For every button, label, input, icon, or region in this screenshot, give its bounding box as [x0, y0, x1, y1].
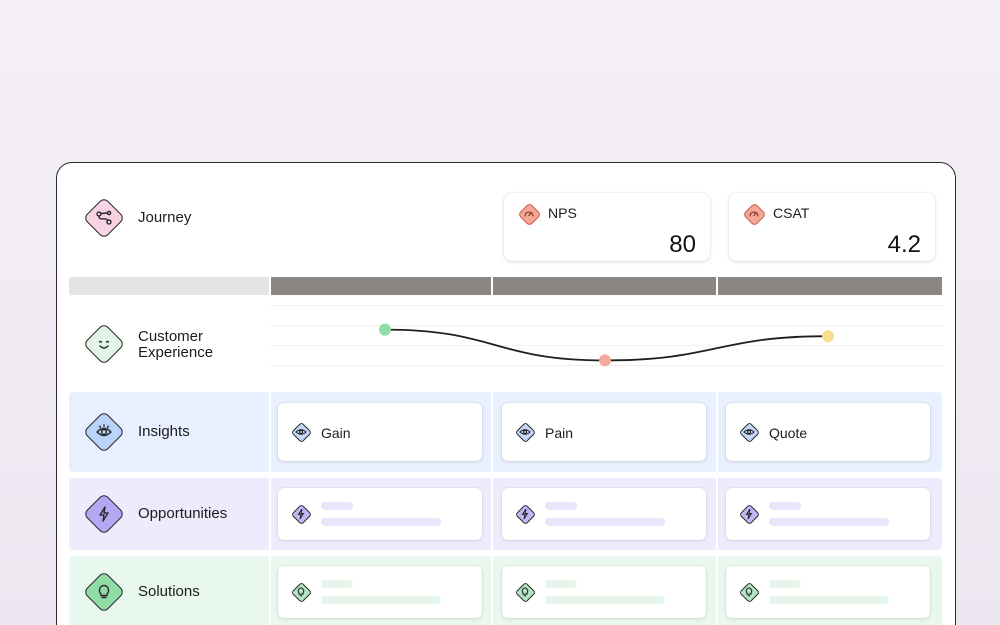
- placeholder-line: [321, 580, 353, 588]
- journey-map-card: Journey NPS 80 CSAT 4.2 Custome: [56, 162, 956, 625]
- insight-quote-card[interactable]: Quote: [726, 403, 930, 461]
- placeholder-line: [545, 580, 577, 588]
- solution-card-2[interactable]: [502, 566, 706, 618]
- gauge-icon: [514, 199, 544, 229]
- quote-label: Quote: [769, 425, 808, 441]
- insights-label: Insights: [138, 423, 190, 440]
- placeholder-line: [545, 596, 665, 604]
- solutions-label: Solutions: [138, 583, 200, 600]
- csat-value: 4.2: [887, 231, 921, 258]
- customer-experience-curve: [379, 323, 834, 367]
- experience-point-3[interactable]: [822, 330, 834, 343]
- opportunities-label: Opportunities: [138, 505, 228, 522]
- placeholder-line: [545, 502, 577, 510]
- experience-point-2[interactable]: [599, 354, 611, 367]
- lightbulb-icon: [81, 569, 127, 615]
- lightbulb-icon: [288, 579, 314, 605]
- cx-gridline: [271, 305, 943, 306]
- experience-point-1[interactable]: [379, 323, 391, 336]
- opportunity-card-3[interactable]: [726, 488, 930, 540]
- nps-card[interactable]: NPS 80: [504, 193, 710, 261]
- lightning-icon: [81, 491, 127, 537]
- placeholder-line: [321, 502, 353, 510]
- placeholder-line: [321, 596, 441, 604]
- insight-pain-card[interactable]: Pain: [502, 403, 706, 461]
- smile-icon: [81, 321, 127, 367]
- placeholder-line: [545, 518, 665, 526]
- placeholder-line: [769, 596, 889, 604]
- stage-bar-label-column: [69, 277, 269, 295]
- nps-value: 80: [669, 231, 696, 258]
- eye-icon: [736, 419, 762, 445]
- cx-gridline: [271, 345, 943, 346]
- stage-bar-3[interactable]: [718, 277, 942, 295]
- placeholder-line: [769, 502, 801, 510]
- stage-bar-2[interactable]: [493, 277, 716, 295]
- lightbulb-icon: [512, 579, 538, 605]
- lightning-icon: [512, 501, 538, 527]
- placeholder-line: [321, 518, 441, 526]
- placeholder-line: [769, 518, 889, 526]
- gain-label: Gain: [321, 425, 351, 441]
- eye-icon: [512, 419, 538, 445]
- gauge-icon: [739, 199, 769, 229]
- placeholder-line: [769, 580, 801, 588]
- customer-experience-label: Customer Experience: [138, 328, 214, 361]
- insight-gain-card[interactable]: Gain: [278, 403, 482, 461]
- eye-icon: [81, 409, 127, 455]
- solution-card-3[interactable]: [726, 566, 930, 618]
- lightning-icon: [736, 501, 762, 527]
- nps-label: NPS: [548, 205, 577, 221]
- lightbulb-icon: [736, 579, 762, 605]
- journey-icon: [81, 195, 127, 241]
- pain-label: Pain: [545, 425, 574, 441]
- lightning-icon: [288, 501, 314, 527]
- csat-card[interactable]: CSAT 4.2: [729, 193, 935, 261]
- journey-label: Journey: [138, 209, 192, 226]
- solution-card-1[interactable]: [278, 566, 482, 618]
- opportunity-card-1[interactable]: [278, 488, 482, 540]
- csat-label: CSAT: [773, 205, 810, 221]
- eye-icon: [288, 419, 314, 445]
- cx-gridline: [271, 325, 943, 326]
- stage-bar-1[interactable]: [271, 277, 491, 295]
- opportunity-card-2[interactable]: [502, 488, 706, 540]
